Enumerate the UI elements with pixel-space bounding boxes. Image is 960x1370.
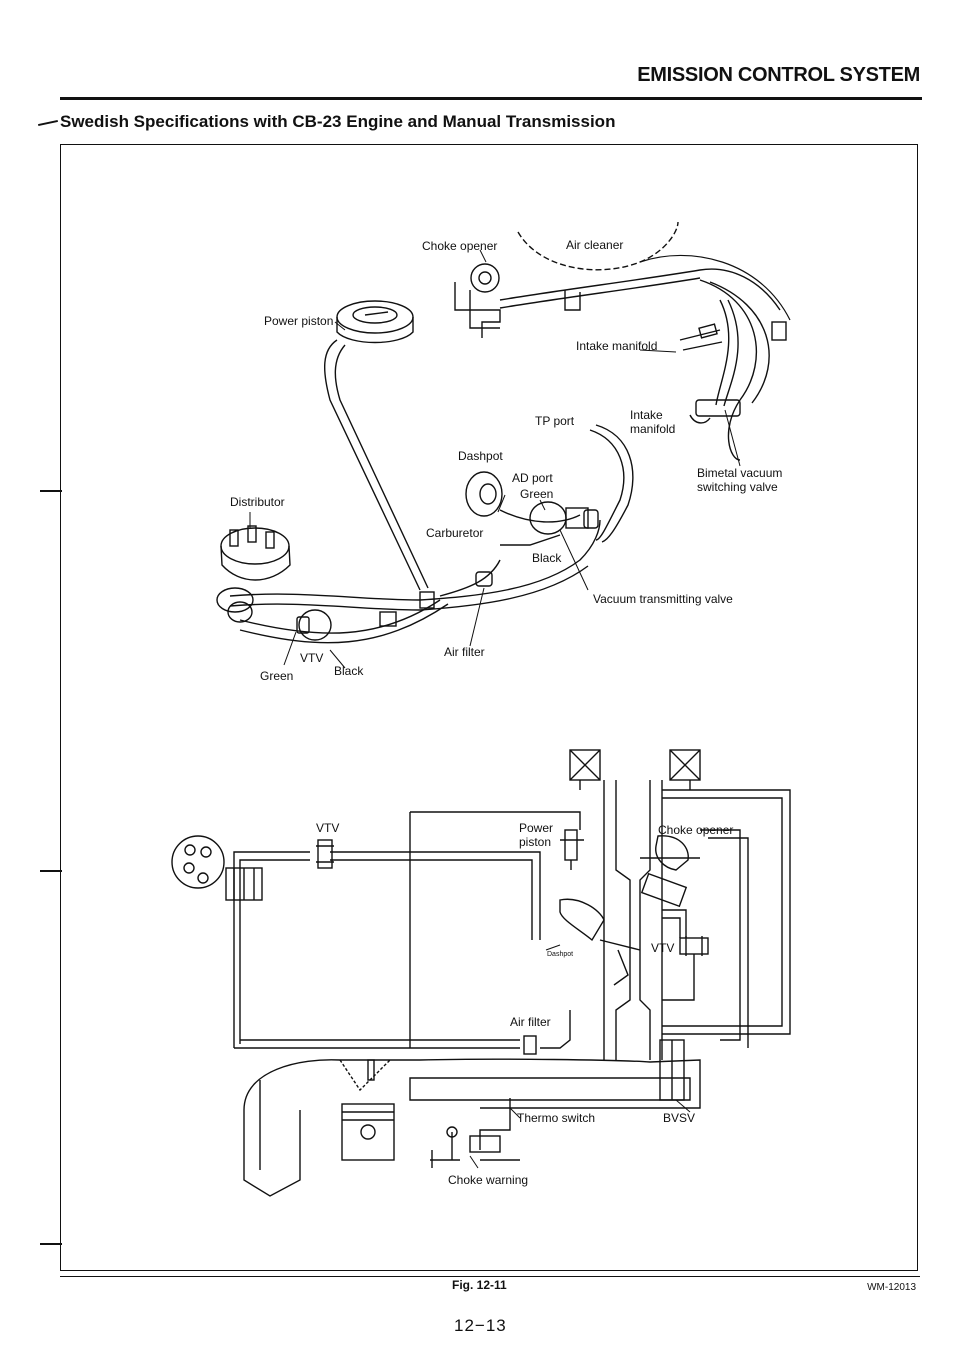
top-hose-diagram xyxy=(216,221,791,669)
label-black-2: Black xyxy=(334,664,364,678)
label-black: Black xyxy=(532,551,562,565)
label-air-cleaner: Air cleaner xyxy=(566,238,623,252)
label-thermo-switch: Thermo switch xyxy=(517,1111,595,1125)
label-air-filter: Air filter xyxy=(444,645,485,659)
label-vacuum-transmitting-valve: Vacuum transmitting valve xyxy=(593,592,733,606)
label-choke-warning: Choke warning xyxy=(448,1173,528,1187)
footer-rule xyxy=(60,1276,920,1277)
power-piston-icon xyxy=(336,300,414,344)
label-distributor: Distributor xyxy=(230,495,285,509)
label-green-2: Green xyxy=(260,669,293,683)
page-header-title: EMISSION CONTROL SYSTEM xyxy=(637,64,920,86)
air-cleaner-outline xyxy=(517,221,679,271)
label-vtv: VTV xyxy=(300,651,323,665)
label-choke-opener: Choke opener xyxy=(422,239,497,253)
label-intake-manifold: Intake manifold xyxy=(576,339,657,353)
figure-frame xyxy=(60,144,918,1271)
distributor-icon xyxy=(216,525,291,623)
label-bimetal-b: switching valve xyxy=(697,480,778,494)
label-tp-port: TP port xyxy=(535,414,575,428)
vtv-distributor-icon xyxy=(296,609,332,641)
label-green: Green xyxy=(520,487,553,501)
piston-icon xyxy=(341,1103,395,1161)
label-ad-port: AD port xyxy=(512,471,553,485)
top-diagram-labels: Choke opener Air cleaner Power piston In… xyxy=(230,238,782,683)
label-bvsv: BVSV xyxy=(663,1111,695,1125)
label-dashpot-bottom: Dashpot xyxy=(547,951,573,958)
figure-label: Fig. 12-11 xyxy=(452,1278,507,1292)
bottom-diagram-labels: VTV Power piston Choke opener Dashpot VT… xyxy=(316,821,733,1187)
section-title: Swedish Specifications with CB-23 Engine… xyxy=(60,112,616,131)
label-bimetal-a: Bimetal vacuum xyxy=(697,466,782,480)
label-vtv-2: VTV xyxy=(651,941,674,955)
label-carburetor: Carburetor xyxy=(426,526,483,540)
label-vtv-1: VTV xyxy=(316,821,339,835)
label-intake-b: manifold xyxy=(630,422,675,436)
label-air-filter-bottom: Air filter xyxy=(510,1015,551,1029)
vtv-top-icon xyxy=(529,501,589,535)
label-intake-a: Intake xyxy=(630,408,663,422)
margin-tick xyxy=(40,1243,62,1245)
label-dashpot: Dashpot xyxy=(458,449,503,463)
dashpot-icon xyxy=(465,471,503,517)
choke-opener-icon xyxy=(454,263,501,338)
header-rule xyxy=(60,97,922,100)
distributor-bottom-icon xyxy=(171,835,263,901)
margin-tick xyxy=(40,490,62,492)
reference-code: WM-12013 xyxy=(867,1282,916,1293)
label-power-b: piston xyxy=(519,835,551,849)
margin-tick xyxy=(40,870,62,872)
page-number: 12−13 xyxy=(454,1316,507,1335)
label-power-piston: Power piston xyxy=(264,314,333,328)
label-power-a: Power xyxy=(519,821,553,835)
label-choke-opener-bottom: Choke opener xyxy=(658,823,733,837)
bottom-schematic-diagram xyxy=(171,749,791,1197)
